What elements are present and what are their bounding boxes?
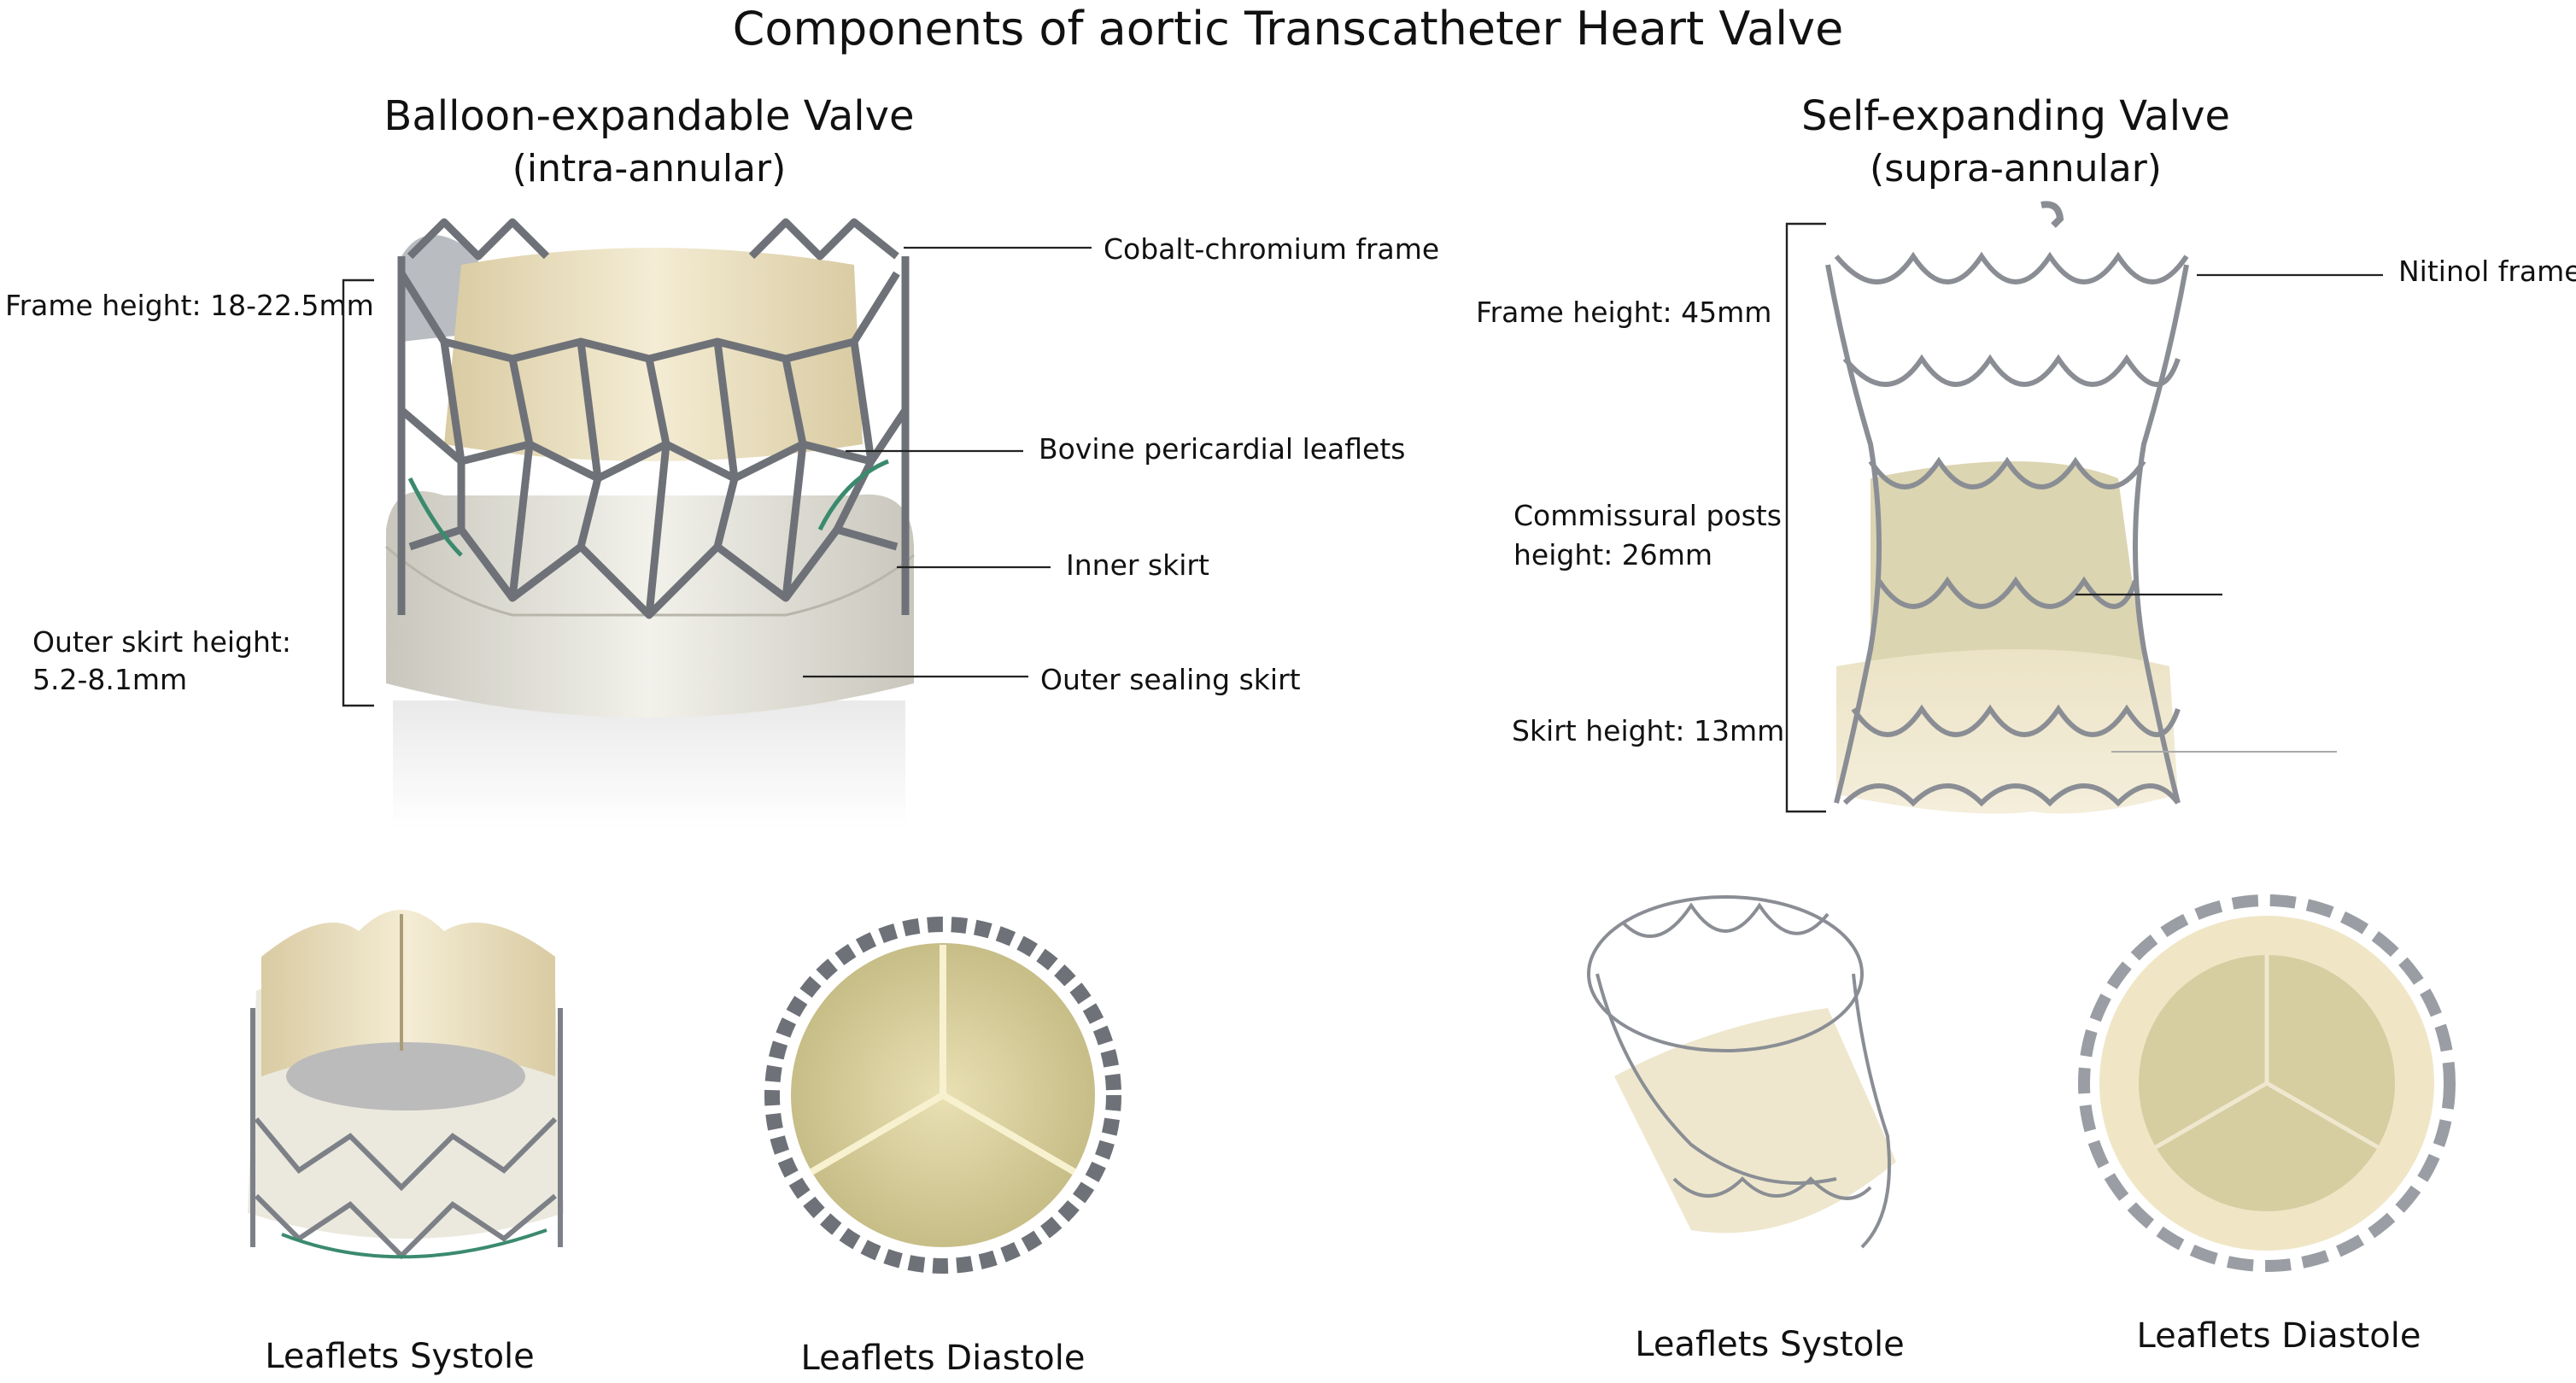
self-expanding-frame-height-bracket bbox=[1785, 222, 1826, 813]
balloon-frame-height-bracket bbox=[342, 278, 374, 707]
se-systole-leaflets bbox=[1614, 1008, 1896, 1234]
balloon-valve-subheading: (intra-annular) bbox=[512, 147, 787, 190]
caption-self-expanding-diastole: Leaflets Diastole bbox=[2136, 1316, 2421, 1356]
label-skirt-height: Skirt height: 13mm bbox=[1512, 714, 1785, 747]
inner-skirt-suture bbox=[817, 459, 889, 531]
label-commissural-posts-line2: height: 26mm bbox=[1513, 538, 1713, 571]
self-expanding-valve-subheading: (supra-annular) bbox=[1870, 147, 2162, 190]
self-expanding-valve-heading: Self-expanding Valve bbox=[1800, 92, 2231, 140]
label-outer-skirt-height-line2: 5.2-8.1mm bbox=[32, 663, 188, 696]
cobalt-frame-cells bbox=[397, 218, 910, 619]
delivery-hook bbox=[2040, 201, 2064, 228]
systole-orifice bbox=[286, 1042, 525, 1111]
balloon-systole-view bbox=[248, 910, 564, 1260]
label-nitinol-frame: Nitinol frame bbox=[2398, 255, 2576, 288]
label-commissural-posts-line1: Commissural posts bbox=[1513, 499, 1782, 532]
se-diastole-coaptation-lines bbox=[2154, 955, 2380, 1150]
reflection-shadow bbox=[393, 700, 905, 829]
caption-balloon-systole: Leaflets Systole bbox=[265, 1337, 535, 1376]
se-diastole-frame-ring bbox=[2078, 894, 2456, 1272]
skirt-fold-line bbox=[385, 545, 915, 617]
self-expanding-diastole-view bbox=[2078, 894, 2456, 1272]
skirt-self bbox=[1836, 649, 2178, 814]
label-inner-skirt: Inner skirt bbox=[1066, 548, 1209, 582]
label-bovine-pericardial-leaflets: Bovine pericardial leaflets bbox=[1039, 432, 1406, 466]
caption-balloon-diastole: Leaflets Diastole bbox=[800, 1339, 1086, 1378]
se-systole-frame bbox=[1587, 895, 1891, 1249]
leaflet-tissue-self bbox=[1871, 461, 2144, 683]
self-expanding-systole-view bbox=[1587, 895, 1896, 1249]
balloon-diastole-view bbox=[764, 917, 1121, 1274]
self-expanding-valve-main bbox=[1825, 201, 2189, 814]
figure-title: Components of aortic Transcatheter Heart… bbox=[732, 2, 1844, 56]
balloon-valve-main bbox=[385, 218, 915, 829]
nitinol-frame-cells bbox=[1825, 251, 2189, 807]
label-cobalt-chromium-frame: Cobalt-chromium frame bbox=[1104, 232, 1440, 266]
inner-skirt-suture-left bbox=[407, 477, 463, 557]
diastole-coaptation-lines bbox=[809, 945, 1077, 1175]
label-frame-height-self-expanding: Frame height: 45mm bbox=[1476, 296, 1772, 329]
systole-leaflets bbox=[261, 910, 555, 1076]
self-expanding-leader-lines bbox=[2075, 273, 2383, 596]
balloon-leader-lines bbox=[803, 246, 1092, 678]
label-outer-sealing-skirt: Outer sealing skirt bbox=[1040, 663, 1301, 696]
balloon-valve-heading: Balloon-expandable Valve bbox=[383, 92, 915, 140]
systole-inner-skirt-suture bbox=[281, 1228, 547, 1259]
diastole-frame-ring bbox=[764, 917, 1121, 1274]
caption-self-expanding-systole: Leaflets Systole bbox=[1635, 1325, 1905, 1364]
label-frame-height-balloon: Frame height: 18-22.5mm bbox=[5, 289, 374, 322]
label-outer-skirt-height-line1: Outer skirt height: bbox=[32, 625, 291, 659]
